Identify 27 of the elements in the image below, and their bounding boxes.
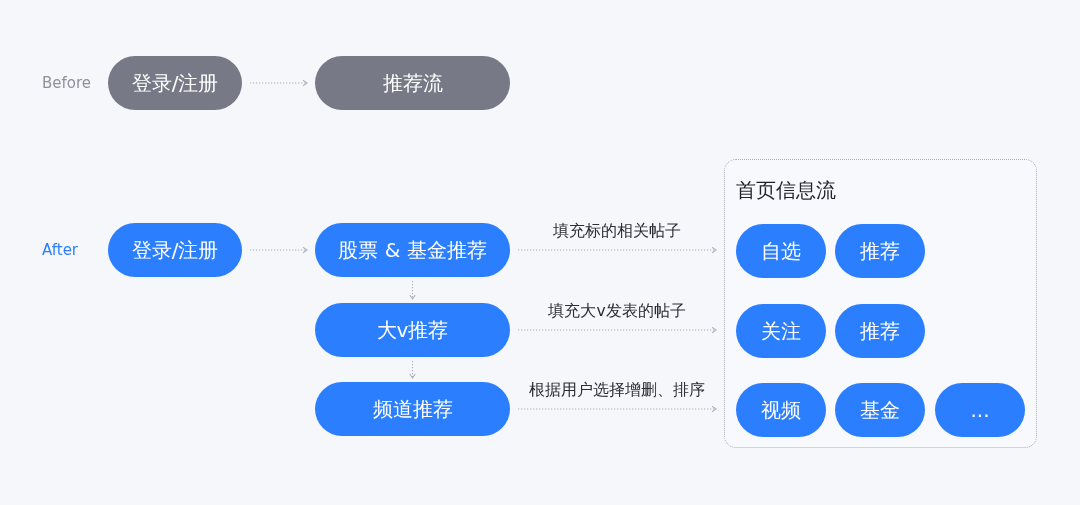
tag-pill: 视频 xyxy=(736,383,826,437)
tag-pill: 推荐 xyxy=(835,304,925,358)
process-pill: 登录/注册 xyxy=(108,56,242,110)
process-pill: 登录/注册 xyxy=(108,223,242,277)
edge-label: 填充大v发表的帖子 xyxy=(548,301,686,321)
process-pill: 股票 & 基金推荐 xyxy=(315,223,510,277)
arrow xyxy=(517,246,717,254)
edge-label: 根据用户选择增删、排序 xyxy=(529,380,705,400)
arrow xyxy=(517,405,717,413)
tag-pill: ... xyxy=(935,383,1025,437)
arrow xyxy=(249,79,308,87)
panel-box xyxy=(724,159,1037,448)
edge-label: 填充标的相关帖子 xyxy=(553,221,681,241)
row-label: Before xyxy=(42,74,92,92)
process-pill: 推荐流 xyxy=(315,56,510,110)
arrow xyxy=(409,280,416,300)
tag-pill: 自选 xyxy=(736,224,826,278)
arrow xyxy=(409,360,416,379)
arrow xyxy=(249,246,308,254)
tag-pill: 基金 xyxy=(835,383,925,437)
row-label: After xyxy=(42,241,79,259)
process-pill: 大v推荐 xyxy=(315,303,510,357)
process-pill: 频道推荐 xyxy=(315,382,510,436)
tag-pill: 关注 xyxy=(736,304,826,358)
panel-title: 首页信息流 xyxy=(736,177,836,203)
tag-pill: 推荐 xyxy=(835,224,925,278)
arrow xyxy=(517,326,717,334)
